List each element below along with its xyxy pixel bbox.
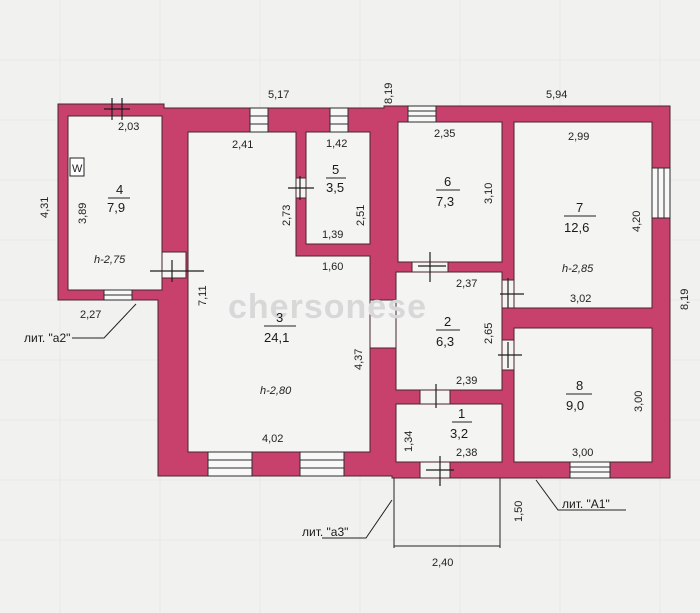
r1-left-dim: 1,34	[403, 431, 415, 452]
r4-height: h-2,75	[94, 254, 126, 266]
r1-bottom-dim: 2,38	[456, 447, 477, 459]
meter-glyph: W	[72, 163, 83, 175]
dim-porch-height: 1,50	[513, 501, 525, 522]
room-1-number: 1	[458, 406, 465, 421]
door-room6-room2	[411, 252, 449, 282]
r2-right-dim: 2,65	[483, 323, 495, 344]
r3-bottom-dim: 4,02	[262, 433, 283, 445]
leader-labels: лит. "а2" лит. "а3" лит. "А1"	[24, 303, 626, 539]
room-1	[395, 403, 503, 463]
room-3-number: 3	[276, 310, 283, 325]
r3-right-dim: 4,37	[353, 349, 365, 370]
r8-right-dim: 3,00	[633, 391, 645, 412]
window-top-room5	[329, 107, 349, 133]
r3-top-dim: 2,41	[232, 139, 253, 151]
label-a1: лит. "А1"	[562, 497, 610, 511]
r8-bottom-dim: 3,00	[572, 447, 593, 459]
door-room1-porch	[419, 456, 454, 486]
room-7-number: 7	[576, 200, 583, 215]
r4-left-dim: 3,89	[77, 203, 89, 224]
room-5-area: 3,5	[326, 180, 344, 195]
r2-bottom-dim: 2,39	[456, 375, 477, 387]
window-top-room3	[249, 107, 269, 133]
room-8-number: 8	[576, 378, 583, 393]
door-room4-top	[104, 98, 130, 120]
room-8-area: 9,0	[566, 398, 584, 413]
inner-dimensions: 2,03 3,89 2,27 2,41 7,11 2,73 1,60 4,37 …	[77, 121, 645, 459]
room-7-area: 12,6	[564, 220, 589, 235]
r4-top-dim: 2,03	[118, 121, 139, 133]
dim-left: 4,31	[39, 197, 51, 218]
door-room2-room1	[419, 384, 451, 408]
room-2-number: 2	[444, 314, 451, 329]
windows	[103, 105, 671, 479]
room-2-area: 6,3	[436, 334, 454, 349]
r7-bottom-dim: 3,02	[570, 293, 591, 305]
r5-bottom-dim: 1,39	[322, 229, 343, 241]
window-bottom-room8	[569, 461, 611, 479]
window-bottom-room4	[103, 289, 133, 301]
room-3-area: 24,1	[264, 330, 289, 345]
label-a3: лит. "а3"	[302, 525, 348, 539]
room-6-number: 6	[444, 174, 451, 189]
window-bottom-room3-left	[207, 451, 253, 477]
door-room4-room3	[150, 251, 204, 282]
window-right-room7	[651, 167, 671, 219]
dim-bottom: 2,40	[432, 557, 453, 569]
r3-height: h-2,80	[260, 385, 292, 397]
dim-top-right: 5,94	[546, 89, 567, 101]
room-7	[513, 121, 653, 309]
dim-right: 8,19	[679, 289, 691, 310]
outer-dimensions: 5,17 8,19 5,94 4,31 8,19 2,40 1,50	[39, 83, 691, 569]
window-top-room6	[407, 105, 437, 123]
ceiling-heights: h-2,75 h-2,80 h-2,85	[94, 254, 594, 397]
door-room2-room7	[500, 278, 524, 309]
room-5	[305, 131, 371, 245]
porch-a3	[393, 478, 501, 548]
r6-right-dim: 3,10	[483, 183, 495, 204]
door-room3-room5	[288, 176, 314, 200]
r5-top-dim: 1,42	[326, 138, 347, 150]
room-1-area: 3,2	[450, 426, 468, 441]
doors	[104, 98, 524, 486]
r7-top-dim: 2,99	[568, 131, 589, 143]
room-8	[513, 327, 653, 463]
window-bottom-room3-right	[299, 451, 345, 477]
r5-right-dim: 2,51	[355, 205, 367, 226]
room-6-area: 7,3	[436, 194, 454, 209]
r3-left-dim: 7,11	[197, 285, 209, 306]
r6-top-dim: 2,35	[434, 128, 455, 140]
watermark: chersonese	[228, 288, 427, 326]
dim-top-mid: 8,19	[383, 83, 395, 104]
r2-top-dim: 2,37	[456, 278, 477, 290]
room-3	[187, 131, 371, 453]
dim-top-left: 5,17	[268, 89, 289, 101]
r3-step-dim: 1,60	[322, 261, 343, 273]
room-4-area: 7,9	[107, 200, 125, 215]
room-4-number: 4	[116, 182, 123, 197]
r7-height: h-2,85	[562, 263, 594, 275]
r3-mid-dim: 2,73	[281, 205, 293, 226]
r4-bottom-dim: 2,27	[80, 309, 101, 321]
door-room2-room8	[498, 339, 522, 371]
room-2	[395, 271, 503, 391]
r7-right-dim: 4,20	[631, 211, 643, 232]
meter-icon: W	[69, 157, 85, 177]
label-a2: лит. "а2"	[24, 331, 70, 345]
room-5-number: 5	[332, 162, 339, 177]
room-labels: 4 7,9 5 3,5 3 24,1 6 7,3 7 12,6 2 6,3 8 …	[107, 162, 596, 441]
door-room3-room2	[369, 299, 397, 349]
room-6	[397, 121, 503, 263]
